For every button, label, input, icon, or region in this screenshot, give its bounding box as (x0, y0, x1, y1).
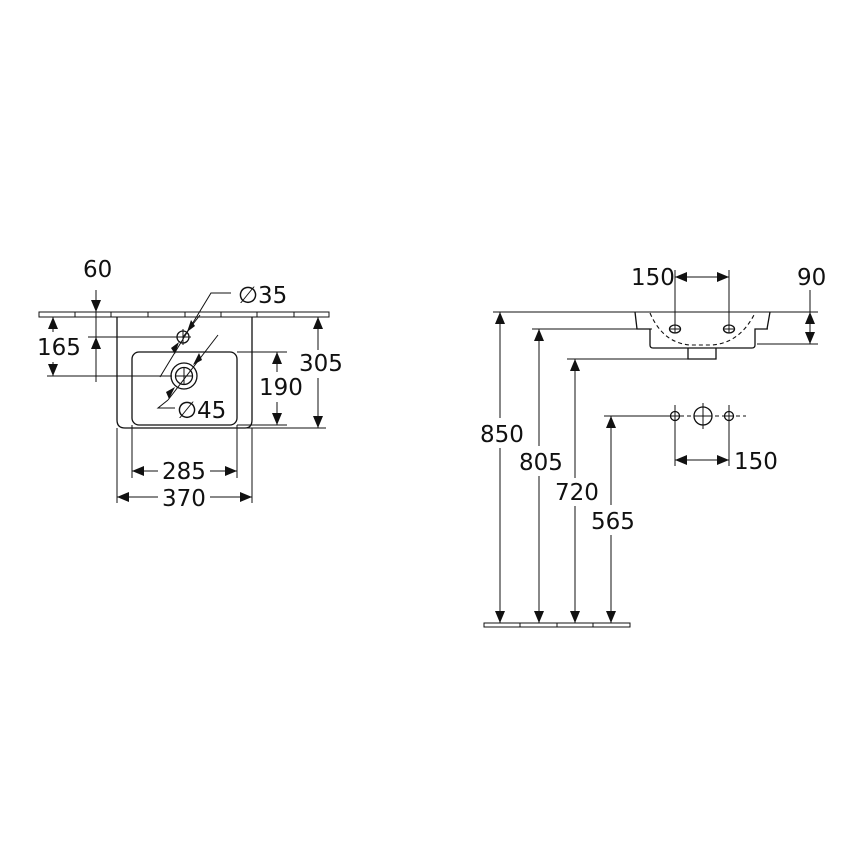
dim-850-label: 850 (480, 422, 524, 448)
dim-720-label: 720 (555, 480, 599, 506)
dim-165-label: 165 (37, 335, 81, 361)
dim-d35-label: ∅35 (238, 283, 287, 309)
side-view: 150 90 150 (480, 265, 826, 628)
dim-90: 90 (797, 265, 826, 344)
dim-d45-label: ∅45 (177, 398, 226, 424)
wall-strip (38, 311, 330, 318)
dim-305-label: 305 (299, 351, 343, 377)
floor-strip (483, 622, 631, 628)
dim-850: 850 (480, 312, 524, 623)
dim-370-label: 370 (162, 486, 206, 512)
dim-805: 805 (519, 329, 563, 623)
dim-60: 60 (83, 257, 176, 382)
dim-150-bottom: 150 (674, 421, 778, 475)
dim-190: 190 (237, 351, 303, 426)
dim-190-label: 190 (259, 375, 303, 401)
dim-285: 285 (131, 425, 238, 485)
dim-d35: ∅35 (159, 283, 287, 378)
dim-150-top-label: 150 (631, 265, 675, 291)
dim-165: 165 (37, 317, 172, 377)
dim-150-top: 150 (631, 265, 730, 333)
dim-90-label: 90 (797, 265, 826, 291)
dim-285-label: 285 (162, 459, 206, 485)
basin-outline (116, 317, 253, 429)
dim-150-bottom-label: 150 (734, 449, 778, 475)
plan-view: 60 165 ∅35 ∅45 (37, 257, 343, 512)
dim-805-label: 805 (519, 450, 563, 476)
dim-720: 720 (555, 359, 599, 623)
supply-fittings (652, 403, 746, 429)
dim-60-label: 60 (83, 257, 112, 283)
dim-305: 305 (245, 317, 343, 429)
dim-370: 370 (116, 428, 253, 512)
dim-565: 565 (591, 416, 635, 623)
bowl-outline (131, 351, 238, 426)
dim-565-label: 565 (591, 509, 635, 535)
dim-d45: ∅45 (156, 334, 226, 424)
basin-profile (634, 311, 771, 360)
